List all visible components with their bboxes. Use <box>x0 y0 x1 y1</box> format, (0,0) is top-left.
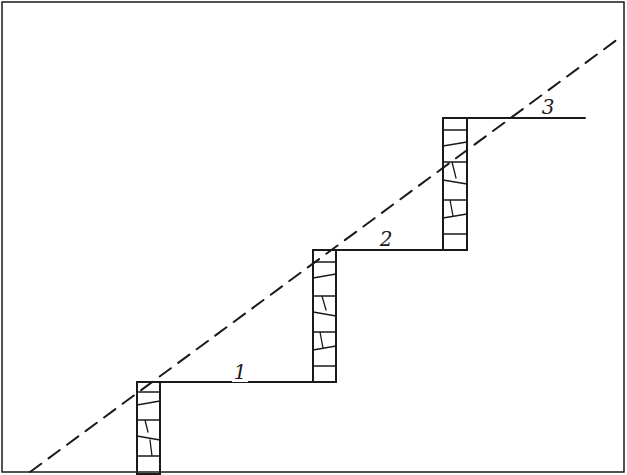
brick-pillar <box>137 382 160 474</box>
step-number: 2 <box>378 229 395 249</box>
step-line <box>467 117 585 119</box>
step-line <box>336 249 443 251</box>
brick-pillar <box>443 118 467 250</box>
step-number: 1 <box>232 362 249 382</box>
step-number: 3 <box>540 97 557 117</box>
dashed-slope-line <box>30 36 622 472</box>
brick-pillar <box>313 250 336 382</box>
